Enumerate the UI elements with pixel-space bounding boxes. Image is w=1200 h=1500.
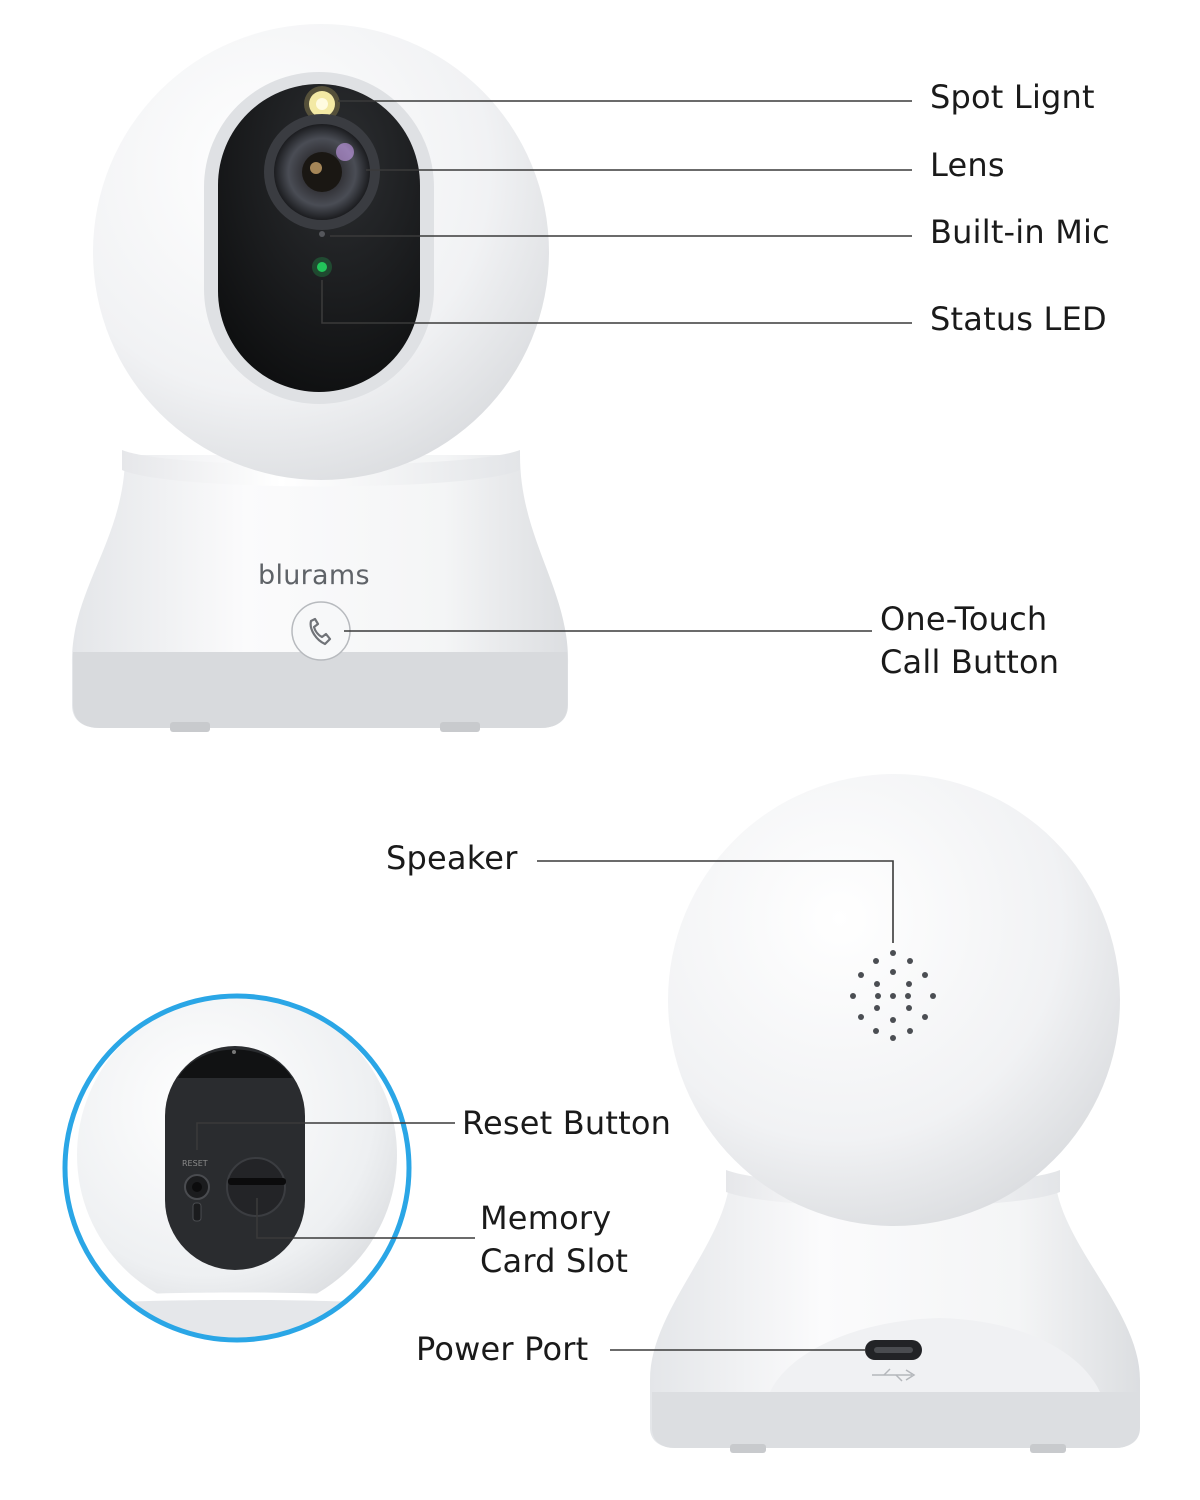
callout-power-port: Power Port xyxy=(416,1330,589,1368)
leader-lines xyxy=(196,100,912,1351)
usb-icon xyxy=(872,1368,916,1382)
callout-built-in-mic: Built-in Mic xyxy=(930,213,1110,251)
brand-logo: blurams xyxy=(258,560,370,591)
callout-reset-button: Reset Button xyxy=(462,1104,672,1142)
callout-memory-card-slot: Memory Card Slot xyxy=(480,1197,628,1283)
callout-lens: Lens xyxy=(930,146,1005,184)
inset-ring xyxy=(62,993,412,1343)
front-base-trim xyxy=(73,652,567,728)
front-camera xyxy=(71,24,569,732)
memory-card-slot xyxy=(226,1157,286,1217)
speaker-grille xyxy=(850,950,936,1041)
callout-memory-line2: Card Slot xyxy=(480,1242,629,1280)
built-in-mic xyxy=(319,231,325,237)
callout-call-button: One-Touch Call Button xyxy=(880,598,1059,684)
callout-speaker: Speaker xyxy=(386,839,518,877)
one-touch-call-button[interactable] xyxy=(291,601,351,661)
callout-status-led: Status LED xyxy=(930,300,1107,338)
side-inset xyxy=(62,993,412,1343)
callout-memory-line1: Memory xyxy=(480,1199,612,1237)
power-port xyxy=(865,1340,922,1382)
phone-icon xyxy=(309,617,332,646)
back-camera xyxy=(650,774,1140,1453)
reset-port-text: RESET xyxy=(182,1159,208,1168)
callout-spot-light: Spot Lignt xyxy=(930,78,1095,116)
side-panel xyxy=(165,1046,305,1270)
status-led xyxy=(317,262,327,272)
callout-call-button-line1: One-Touch xyxy=(880,600,1048,638)
callout-call-button-line2: Call Button xyxy=(880,643,1060,681)
back-head xyxy=(668,774,1120,1226)
